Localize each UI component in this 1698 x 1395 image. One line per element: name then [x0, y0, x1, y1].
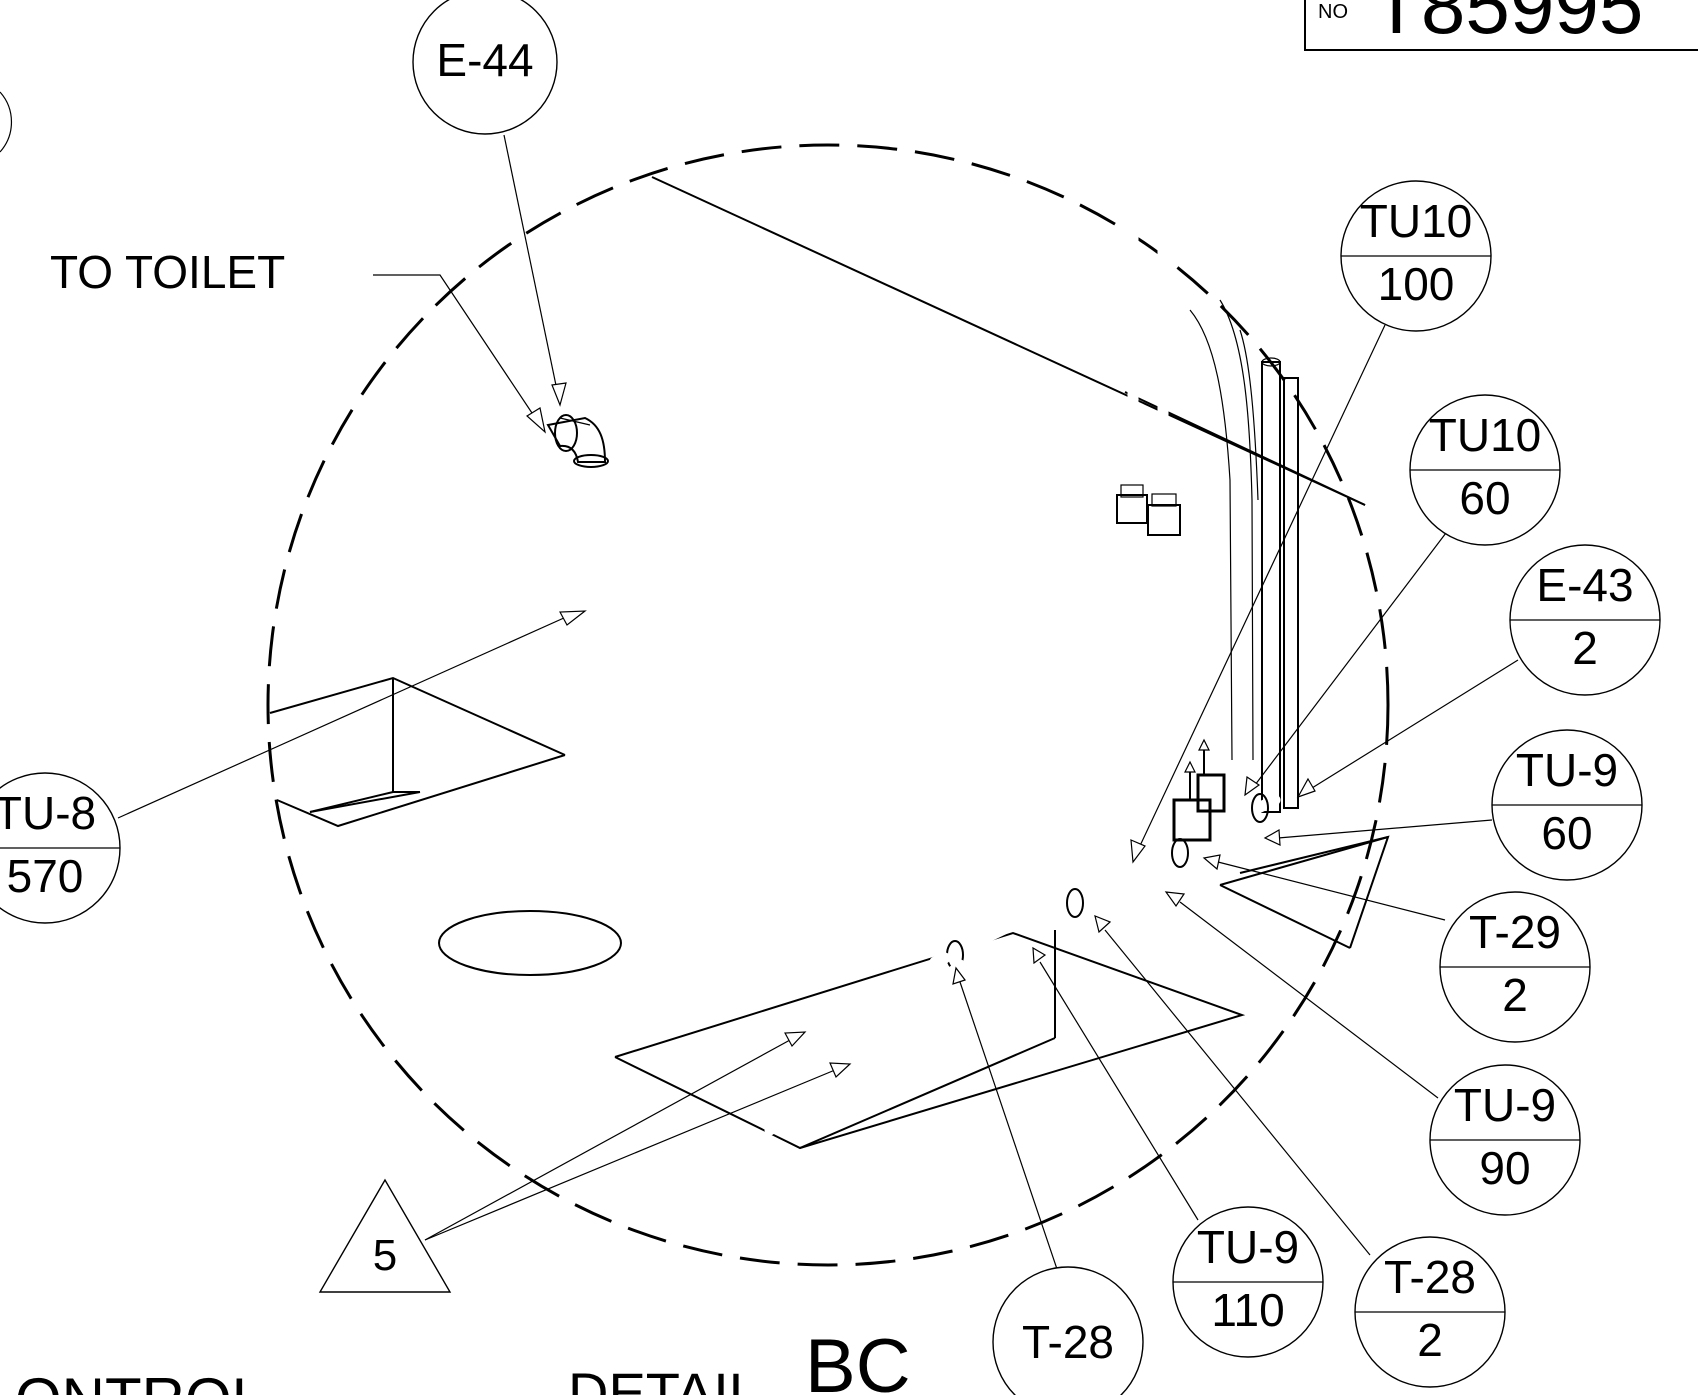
- manifold-pipe: [929, 793, 1281, 970]
- detail-word: DETAIL: [568, 1361, 760, 1395]
- valve-fittings: [1172, 738, 1226, 842]
- balloon-tu9-90-top: TU-9: [1454, 1079, 1556, 1131]
- to-toilet-label: TO TOILET: [50, 246, 285, 298]
- triangle-note-label: 5: [373, 1231, 397, 1280]
- balloon-tu9-60-bottom: 60: [1541, 807, 1592, 859]
- balloon-t28-2-bottom: 2: [1417, 1314, 1443, 1366]
- balloon-t29-2-top: T-29: [1469, 906, 1561, 958]
- balloon-tu9-110-top: TU-9: [1197, 1221, 1299, 1273]
- leader-lines: [117, 134, 1519, 1273]
- control-partial-text: ONTROL: [15, 1366, 265, 1395]
- balloon-tu10-100-bottom: 100: [1378, 258, 1455, 310]
- balloon-e43-2: E-43 2: [1509, 544, 1661, 696]
- drawing-number: T85995: [1372, 0, 1643, 50]
- balloon-tu10-60: TU10 60: [1409, 394, 1561, 546]
- balloon-tu8-570: TU-8 570: [0, 772, 121, 924]
- balloon-t28-label: T-28: [1022, 1316, 1114, 1368]
- balloon-tu10-60-top: TU10: [1429, 409, 1541, 461]
- balloon-tu10-100: TU10 100: [1340, 180, 1492, 332]
- detail-boundary-circle: [266, 143, 1390, 1267]
- balloon-tu9-110-bottom: 110: [1211, 1284, 1284, 1336]
- balloon-tu9-60-top: TU-9: [1516, 744, 1618, 796]
- balloon-tu9-90: TU-9 90: [1429, 1064, 1581, 1216]
- balloon-tu9-110: TU-9 110: [1172, 1206, 1324, 1358]
- balloon-e43-2-bottom: 2: [1572, 622, 1598, 674]
- vertical-pipes-left: [1066, 224, 1181, 911]
- balloon-tu9-90-bottom: 90: [1479, 1142, 1530, 1194]
- down-pipes: [764, 952, 966, 1146]
- balloon-t29-2: T-29 2: [1439, 891, 1591, 1043]
- balloon-tu10-60-bottom: 60: [1459, 472, 1510, 524]
- balloon-tu8-570-bottom: 570: [7, 850, 84, 902]
- balloon-t28-2-top: T-28: [1384, 1251, 1476, 1303]
- structure-lines: [269, 176, 1390, 1150]
- balloon-t28-2: T-28 2: [1354, 1236, 1506, 1388]
- pipe-tu8: [572, 454, 954, 964]
- detail-letters: BC: [805, 1324, 911, 1395]
- vertical-pipes-right: [1261, 357, 1299, 813]
- balloon-t28: T-28: [992, 1266, 1144, 1395]
- balloon-t29-2-bottom: 2: [1502, 969, 1528, 1021]
- drawing-number-prefix: NO: [1318, 1, 1348, 23]
- cropped-balloon-edge: [0, 91, 13, 153]
- balloon-e43-2-top: E-43: [1536, 559, 1633, 611]
- balloon-tu10-100-top: TU10: [1360, 195, 1472, 247]
- thin-lines-right: [1189, 299, 1259, 761]
- triangle-note-5: 5: [318, 1178, 452, 1293]
- balloon-tu9-60: TU-9 60: [1491, 729, 1643, 881]
- balloon-e44-label: E-44: [436, 34, 533, 86]
- balloon-e44: E-44: [412, 0, 558, 135]
- drawing-number-box: NO T85995: [1304, 0, 1698, 51]
- elbow-fitting-e44: [546, 414, 607, 463]
- balloon-tu8-570-top: TU-8: [0, 787, 96, 839]
